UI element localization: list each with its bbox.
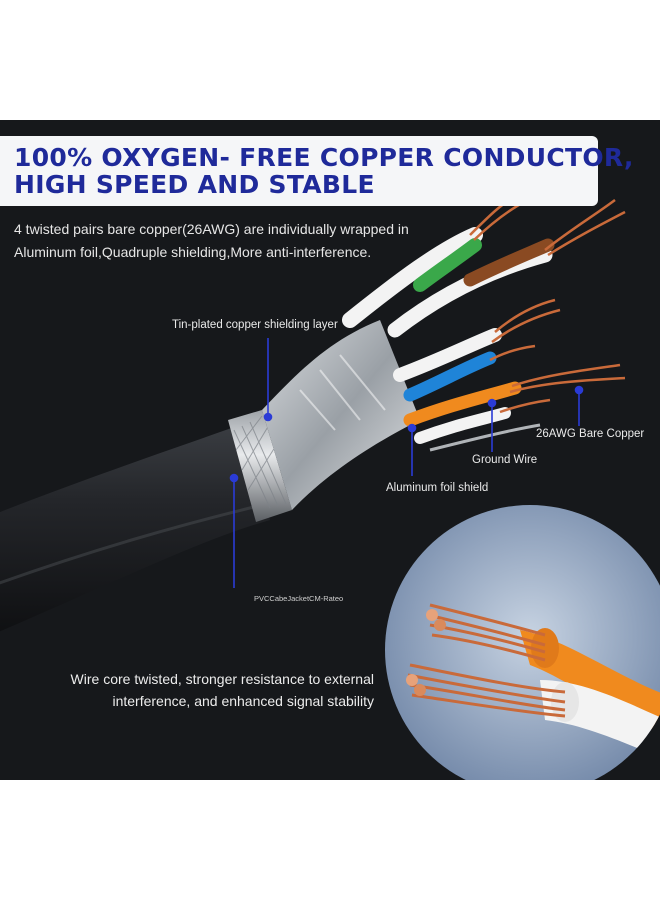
description: 4 twisted pairs bare copper(26AWG) are i… bbox=[14, 218, 444, 264]
copper-strands bbox=[469, 193, 626, 414]
headline-line-1: 100% OXYGEN- FREE COPPER CONDUCTOR, bbox=[14, 143, 634, 172]
title-banner bbox=[0, 136, 598, 206]
ground-wire bbox=[429, 423, 541, 452]
cable-jacket bbox=[0, 425, 270, 632]
feature-text: Wire core twisted, stronger resistance t… bbox=[71, 668, 374, 712]
callout-bare-copper: 26AWG Bare Copper bbox=[536, 428, 645, 440]
wire-pairs bbox=[342, 227, 555, 444]
description-line-1: 4 twisted pairs bare copper(26AWG) are i… bbox=[14, 221, 409, 237]
product-image-panel: 100% OXYGEN- FREE COPPER CONDUCTOR, HIGH… bbox=[0, 120, 660, 780]
callout-jacket: PVCCabeJacketCM-Rateo bbox=[254, 594, 344, 603]
callout-shielding-layer: Tin-plated copper shielding layer bbox=[172, 319, 338, 331]
callout-lines bbox=[229, 338, 584, 588]
feature-text-line-2: interference, and enhanced signal stabil… bbox=[112, 693, 374, 709]
feature-text-line-1: Wire core twisted, stronger resistance t… bbox=[70, 671, 374, 687]
headline-line-2: HIGH SPEED AND STABLE bbox=[14, 170, 375, 199]
callout-aluminum-foil: Aluminum foil shield bbox=[386, 482, 489, 494]
description-line-2: Aluminum foil,Quadruple shielding,More a… bbox=[14, 244, 372, 260]
callout-ground-wire: Ground Wire bbox=[472, 454, 538, 466]
